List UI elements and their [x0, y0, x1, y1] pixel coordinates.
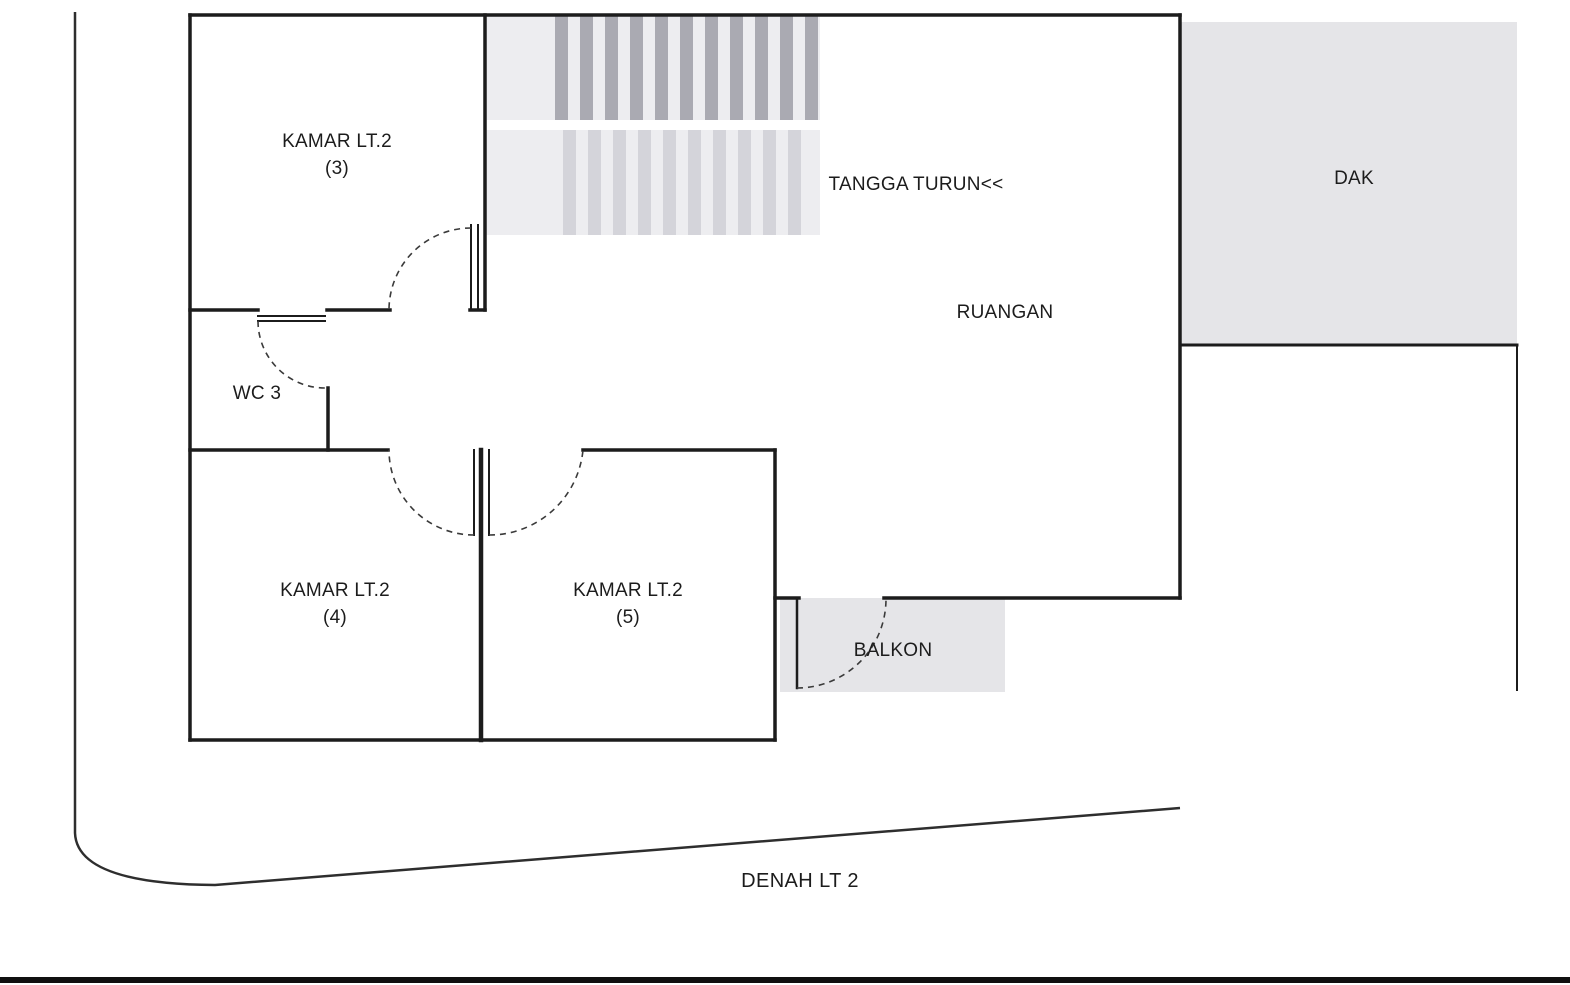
door-swing-kamar4: [388, 449, 475, 536]
door-swings: [257, 227, 887, 689]
dak-area: [1180, 22, 1517, 345]
ruangan-label: RUANGAN: [956, 302, 1054, 323]
kamar3-name: KAMAR LT.2: [282, 131, 392, 152]
balkon-area: [780, 598, 1005, 692]
door-leaves: [257, 224, 799, 690]
dak-label: DAK: [1334, 168, 1374, 189]
room-label-kamar3: KAMAR LT.2 (3): [282, 128, 392, 182]
kamar4-name: KAMAR LT.2: [280, 580, 390, 601]
kamar5-name: KAMAR LT.2: [573, 580, 683, 601]
stairs-lower-flight: [485, 130, 820, 235]
door-leaf-wc: [257, 315, 326, 322]
door-swing-kamar3: [388, 227, 472, 311]
door-swing-balkon: [796, 598, 887, 689]
balkon-label: BALKON: [853, 640, 933, 661]
bottom-rule: [0, 977, 1570, 983]
kamar3-number: (3): [325, 158, 349, 179]
plan-title: DENAH LT 2: [741, 870, 859, 892]
door-swing-wc: [257, 320, 326, 389]
door-swing-kamar5: [488, 449, 584, 536]
stairs-upper-flight: [485, 15, 820, 120]
door-leaf-kamar3: [470, 224, 479, 311]
property-boundary: [73, 12, 1181, 887]
kamar4-number: (4): [323, 607, 347, 628]
room-label-kamar5: KAMAR LT.2 (5): [573, 577, 683, 631]
wc-label: WC 3: [232, 383, 282, 404]
room-label-kamar4: KAMAR LT.2 (4): [280, 577, 390, 631]
walls: [188, 13, 1519, 743]
stairs-label: TANGGA TURUN<<: [828, 174, 1004, 195]
kamar5-number: (5): [616, 607, 640, 628]
